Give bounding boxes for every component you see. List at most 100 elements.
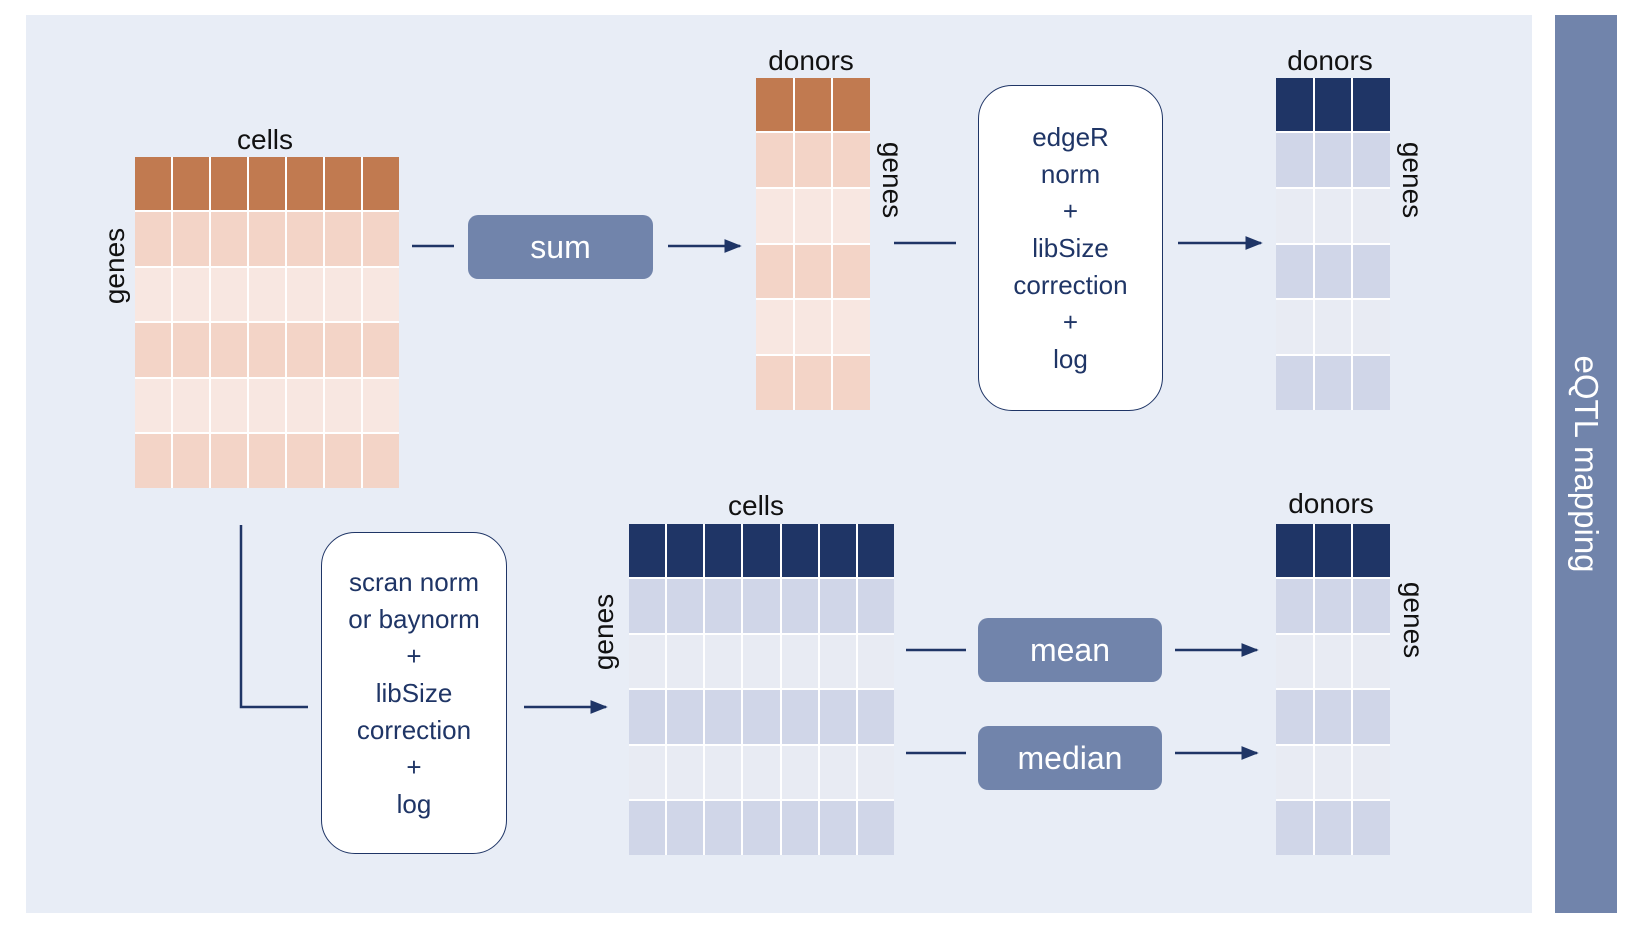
matrix-cell bbox=[857, 579, 894, 633]
matrix-cell bbox=[363, 267, 399, 322]
matrix-cell bbox=[1276, 300, 1313, 355]
matrix-cell bbox=[1314, 356, 1352, 410]
header-cell bbox=[756, 78, 793, 131]
matrix-cell bbox=[743, 690, 780, 744]
mean-label: mean bbox=[1029, 631, 1111, 668]
matrix-cell bbox=[781, 690, 818, 744]
matrix-cell bbox=[325, 212, 361, 266]
matrix-cell bbox=[363, 378, 399, 433]
matrix-cell bbox=[1314, 690, 1352, 744]
matrix-cell bbox=[819, 690, 856, 744]
matrix-cell bbox=[794, 244, 832, 299]
matrix-cell bbox=[743, 634, 780, 689]
header-cell bbox=[173, 157, 209, 210]
matrix-cell bbox=[1353, 133, 1390, 187]
matrix-cell bbox=[857, 801, 894, 855]
scran-line: scran norm bbox=[348, 566, 480, 597]
header-cell bbox=[1314, 524, 1352, 577]
matrix-cell bbox=[325, 434, 361, 488]
matrix-cell bbox=[325, 323, 361, 377]
matrix-cell bbox=[211, 212, 247, 266]
header-cell bbox=[211, 157, 247, 210]
matrix-cell bbox=[1353, 801, 1390, 855]
matrix-cell bbox=[1314, 801, 1352, 855]
matrix-cell bbox=[1276, 356, 1313, 410]
matrix-cell bbox=[249, 378, 285, 433]
matrix-cell bbox=[819, 579, 856, 633]
header-cell bbox=[1276, 524, 1313, 577]
header-cell bbox=[794, 78, 832, 131]
mean-step: mean bbox=[978, 618, 1162, 682]
header-cell bbox=[743, 524, 780, 577]
scran-line: + bbox=[406, 640, 422, 671]
matrix-cell bbox=[211, 323, 247, 377]
matrix-cell bbox=[173, 267, 209, 322]
matrix-cell bbox=[363, 434, 399, 488]
matrix-cell bbox=[629, 801, 666, 855]
matrix-cell bbox=[705, 690, 742, 744]
header-cell bbox=[1353, 78, 1390, 131]
donors-edger-matrix bbox=[1276, 78, 1390, 410]
cells-norm-matrix bbox=[629, 524, 894, 855]
edger-line: + bbox=[1062, 195, 1079, 226]
matrix-cell bbox=[819, 634, 856, 689]
matrix-cell bbox=[667, 690, 704, 744]
matrix-cell bbox=[756, 133, 793, 187]
matrix-cell bbox=[781, 634, 818, 689]
matrix-cell bbox=[743, 801, 780, 855]
matrix-cell bbox=[1353, 244, 1390, 299]
header-cell bbox=[1276, 78, 1313, 131]
header-cell bbox=[135, 157, 171, 210]
header-cell bbox=[287, 157, 323, 210]
matrix-cell bbox=[363, 212, 399, 266]
matrix-cell bbox=[756, 300, 793, 355]
matrix-cell bbox=[629, 745, 666, 800]
edger-line: edgeR bbox=[1032, 121, 1109, 152]
sum-step: sum bbox=[468, 215, 653, 279]
edger-line: correction bbox=[1013, 269, 1128, 300]
matrix-cell bbox=[629, 634, 666, 689]
matrix-cell bbox=[1276, 690, 1313, 744]
matrix-cell bbox=[1314, 579, 1352, 633]
donors-sum-title: donors bbox=[768, 45, 854, 76]
matrix-cell bbox=[135, 212, 171, 266]
header-cell bbox=[629, 524, 666, 577]
matrix-cell bbox=[833, 356, 870, 410]
donors-agg-title: donors bbox=[1288, 488, 1374, 519]
matrix-cell bbox=[325, 267, 361, 322]
matrix-cell bbox=[781, 745, 818, 800]
matrix-cell bbox=[756, 188, 793, 243]
matrix-cell bbox=[1276, 579, 1313, 633]
scran-line: + bbox=[406, 751, 422, 782]
matrix-cell bbox=[833, 244, 870, 299]
header-cell bbox=[363, 157, 399, 210]
matrix-cell bbox=[1353, 356, 1390, 410]
matrix-cell bbox=[857, 745, 894, 800]
matrix-cell bbox=[325, 378, 361, 433]
matrix-cell bbox=[756, 244, 793, 299]
matrix-cell bbox=[211, 267, 247, 322]
matrix-cell bbox=[756, 356, 793, 410]
matrix-cell bbox=[249, 323, 285, 377]
header-cell bbox=[781, 524, 818, 577]
matrix-cell bbox=[667, 801, 704, 855]
matrix-cell bbox=[135, 267, 171, 322]
matrix-cell bbox=[1276, 634, 1313, 689]
header-cell bbox=[857, 524, 894, 577]
header-cell bbox=[667, 524, 704, 577]
matrix-cell bbox=[743, 579, 780, 633]
cells-raw-matrix bbox=[135, 157, 399, 488]
matrix-cell bbox=[1276, 801, 1313, 855]
edger-line: libSize bbox=[1032, 232, 1109, 263]
matrix-cell bbox=[794, 188, 832, 243]
matrix-cell bbox=[1353, 188, 1390, 243]
cells-raw-title: cells bbox=[236, 124, 294, 155]
edger-line: + bbox=[1062, 306, 1079, 337]
header-cell bbox=[819, 524, 856, 577]
matrix-cell bbox=[833, 300, 870, 355]
matrix-cell bbox=[249, 267, 285, 322]
matrix-cell bbox=[211, 434, 247, 488]
matrix-cell bbox=[794, 300, 832, 355]
matrix-cell bbox=[363, 323, 399, 377]
